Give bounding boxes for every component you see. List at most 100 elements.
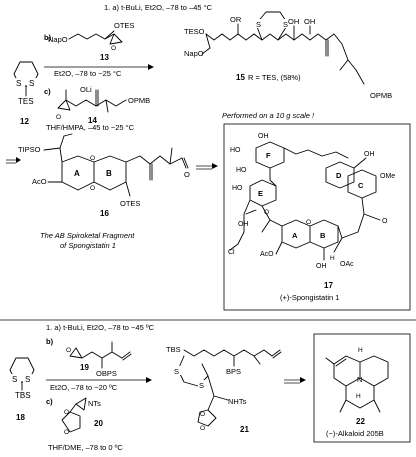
scale-note: Performed on a 10 g scale !	[222, 111, 315, 120]
compound-17-ring-f: E	[258, 189, 263, 198]
compound-17-aco: AcO	[260, 251, 274, 258]
compound-15-s1: S	[256, 20, 261, 29]
compound-17: F OH HO HO E HO OH D C OMe OH O OAc	[228, 133, 395, 290]
compound-21: TBS S S BPS NHTs O O 21	[166, 345, 282, 434]
svg-text:S: S	[12, 375, 17, 384]
compound-15-napo: NapO	[184, 49, 204, 58]
compound-20-group: NTs	[88, 399, 101, 408]
svg-text:O: O	[66, 347, 71, 354]
compound-17-o1: O	[264, 209, 269, 216]
svg-text:O: O	[382, 218, 388, 225]
compound-21-s1: S	[174, 367, 179, 376]
alkaloid-box	[313, 333, 411, 443]
compound-15: TESO OR S S OH OH OPMB NapO 15 R = TES, …	[184, 11, 392, 100]
compound-12: S S TES 12	[13, 61, 39, 126]
compound-17-ring-c: C	[358, 181, 364, 190]
compound-13-number: 13	[100, 53, 109, 62]
compound-14-opmb: OPMB	[128, 96, 150, 105]
compound-13-otes: OTES	[114, 21, 134, 30]
step2-c-label: c)	[46, 397, 53, 406]
scheme-2: S S TBS 18 1. a) t-BuLi, Et2O, –78 to −4…	[9, 323, 411, 452]
compound-15-oh1: OH	[288, 17, 299, 26]
compound-15-caption: R = TES, (58%)	[248, 73, 301, 82]
compound-15-oh2: OH	[304, 17, 315, 26]
compound-15-s2: S	[283, 20, 288, 29]
step1-c-conditions: THF/HMPA, –45 to −25 °C	[46, 123, 135, 132]
compound-22-h1: H	[358, 347, 363, 354]
compound-18-number: 18	[16, 413, 25, 422]
compound-22-n: N	[357, 375, 362, 384]
svg-text:O: O	[64, 429, 69, 436]
step1-c-label: c)	[44, 87, 51, 96]
compound-12-group: TES	[18, 97, 34, 106]
compound-16-ring-a: A	[74, 169, 80, 178]
compound-17-ome: OMe	[380, 173, 395, 180]
scheme-1: S S TES 12 1. a) t-BuLi, Et2O, –78 to –4…	[6, 3, 411, 311]
compound-16-ring-b: B	[106, 169, 112, 178]
compound-17-oh4: OH	[316, 263, 327, 270]
compound-14: O OLi OPMB 14	[56, 85, 150, 125]
compound-17-h: H	[330, 255, 335, 262]
compound-16-o2: O	[90, 185, 95, 192]
compound-17-ho1: HO	[230, 147, 241, 154]
compound-17-oh3: OH	[364, 151, 375, 158]
svg-text:O: O	[184, 170, 190, 179]
compound-21-bps: BPS	[226, 367, 241, 376]
compound-12-number: 12	[20, 117, 29, 126]
step2-a-conditions: 1. a) t-BuLi, Et2O, –78 to −45 ºC	[46, 323, 155, 332]
compound-16-o1: O	[90, 155, 95, 162]
compound-17-oac: OAc	[340, 261, 354, 268]
compound-15-or: OR	[230, 15, 242, 24]
svg-text:O: O	[200, 425, 205, 432]
compound-22-number: 22	[356, 417, 365, 426]
compound-17-ho2: HO	[236, 167, 247, 174]
compound-17-ring-b: B	[320, 231, 326, 240]
compound-16-caption-2: of Spongistatin 1	[60, 241, 116, 250]
compound-17-name: (+)-Spongistatin 1	[280, 293, 339, 302]
compound-22-h2: H	[356, 393, 361, 400]
compound-16-tipso: TIPSO	[18, 145, 41, 154]
compound-13: OTES NapO O 13	[48, 21, 134, 62]
compound-20: O O NTs 20	[61, 397, 103, 436]
compound-17-ring-d: D	[336, 171, 342, 180]
compound-15-number: 15	[236, 73, 245, 82]
compound-18: S S TBS 18	[9, 357, 35, 422]
svg-text:S: S	[25, 375, 30, 384]
compound-17-number: 17	[324, 281, 333, 290]
step2-c-conditions: THF/DME, –78 to 0 ºC	[48, 443, 123, 452]
compound-17-o2: O	[306, 219, 311, 226]
compound-15-teso: TESO	[184, 27, 205, 36]
compound-19-group: OBPS	[96, 369, 117, 378]
step1-b-label: b)	[44, 33, 52, 42]
svg-text:O: O	[56, 114, 61, 121]
compound-16: TIPSO A B O O AcO OTES O 16 The AB Spiro…	[18, 133, 190, 250]
compound-20-number: 20	[94, 419, 103, 428]
compound-19: O OBPS 19	[66, 341, 132, 378]
compound-22: N H H 22 (−)-Alkaloid 205B	[325, 347, 389, 438]
compound-17-oh2: OH	[238, 221, 249, 228]
compound-16-caption-1: The AB Spiroketal Fragment	[40, 231, 135, 240]
compound-21-tbs: TBS	[166, 345, 181, 354]
compound-14-number: 14	[88, 116, 97, 125]
compound-21-number: 21	[240, 425, 249, 434]
compound-16-aco: AcO	[32, 177, 47, 186]
compound-22-name: (−)-Alkaloid 205B	[326, 429, 384, 438]
compound-16-otes: OTES	[120, 199, 140, 208]
svg-text:O: O	[200, 411, 205, 418]
compound-15-opmb: OPMB	[370, 91, 392, 100]
compound-12-s2: S	[29, 79, 34, 88]
compound-16-number: 16	[100, 209, 109, 218]
compound-19-number: 19	[80, 363, 89, 372]
compound-21-nhts: NHTs	[228, 397, 247, 406]
step2-b-conditions: Et2O, –78 to −20 ºC	[50, 383, 118, 392]
compound-17-cl: Cl	[228, 249, 235, 256]
compound-18-group: TBS	[15, 391, 31, 400]
compound-14-oli: OLi	[80, 85, 92, 94]
compound-12-s1: S	[16, 79, 21, 88]
compound-17-ring-e: F	[266, 151, 271, 160]
compound-21-s2: S	[199, 381, 204, 390]
compound-13-napo: NapO	[48, 35, 68, 44]
step1-a-conditions: 1. a) t-BuLi, Et2O, –78 to –45 °C	[104, 3, 213, 12]
svg-text:O: O	[64, 409, 69, 416]
